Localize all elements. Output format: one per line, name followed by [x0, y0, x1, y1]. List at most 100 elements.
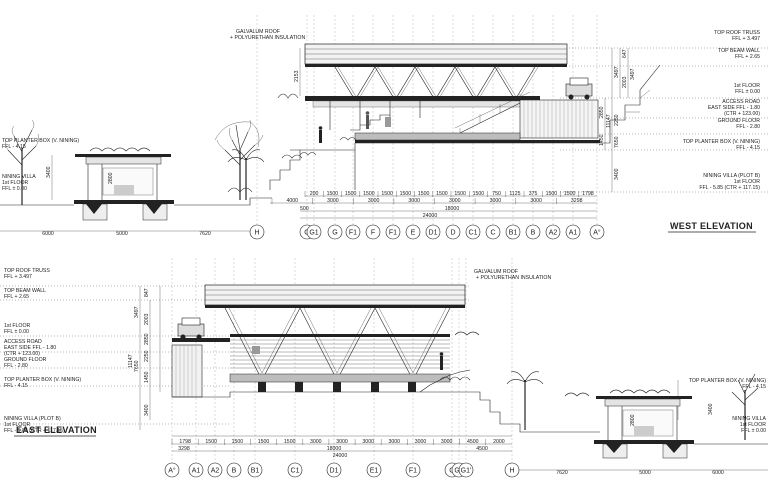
west-vdim-7: 1450: [599, 134, 605, 146]
west-vdim-5: 2850: [599, 106, 605, 118]
east-right-value-first-floor: FFL ± 0.00: [741, 428, 766, 434]
east-palm: [506, 371, 544, 430]
east-level-lines: [0, 285, 470, 425]
east-people: [252, 346, 444, 370]
east-value-top-beam-wall: FFL + 2.65: [4, 294, 29, 300]
east-label-access-road: ACCESS ROAD: [4, 339, 42, 345]
east-label-top-planter-box: TOP PLANTER BOX (V. NINING): [4, 377, 81, 383]
east-dim-bottom-0: 7620: [556, 470, 568, 476]
east-elevation-title: EAST ELEVATION: [16, 425, 97, 435]
west-elevation-title: WEST ELEVATION: [670, 221, 753, 231]
west-roof-note-line1: GALVALUM ROOF: [236, 29, 280, 35]
east-pillars: [258, 382, 416, 392]
east-vdim-6: 11147: [128, 354, 134, 368]
west-roof: [304, 43, 568, 67]
west-label-top-roof-truss: TOP ROOF TRUSS: [714, 30, 760, 36]
west-dim-value: 1500: [454, 191, 466, 197]
west-left-value-first-floor: FFL ± 0.00: [2, 186, 27, 192]
west-grid-label: C: [490, 230, 495, 237]
west-dim-value: 3000: [490, 198, 502, 204]
west-grid-bubble: [445, 224, 461, 240]
west-lower-floor: [269, 132, 600, 190]
east-grid-label: F1: [409, 468, 417, 475]
west-value-top-roof-truss: FFL + 3.497: [732, 36, 760, 42]
west-dim-value: 1500: [327, 191, 339, 197]
east-value-access-road: EAST SIDE FFL - 1.80: [4, 345, 56, 351]
east-dim-row2-2: 4500: [476, 446, 488, 452]
east-vertical-dims: 847 3497 2003 2850 2250 1450 11147 7650 …: [128, 288, 714, 426]
east-grid-bubble: [226, 462, 242, 478]
east-vdim-10: 2800: [630, 414, 636, 426]
west-dim-value: 1500: [546, 191, 558, 197]
east-value-access-road-ctr: (CTR + 123.00): [4, 351, 40, 357]
west-dim-row3-0: 500: [300, 206, 309, 212]
west-vdim-2: 647: [622, 49, 628, 58]
west-dim-value: 3000: [449, 198, 461, 204]
west-dim-value: 1500: [473, 191, 485, 197]
west-grid-bubble: [306, 224, 322, 240]
west-dim-value: 3000: [408, 198, 420, 204]
east-dim-row2: 3298 18000 4500 24000: [178, 446, 488, 459]
west-elevation: [0, 15, 768, 420]
west-tree-middle: [214, 119, 264, 200]
west-grid-bubble: [385, 224, 401, 240]
west-grid-bubble: [545, 224, 561, 240]
east-dim-bottom-1: 5000: [639, 470, 651, 476]
west-vdim-6: 2250: [614, 114, 620, 126]
west-label-first-floor: 1st FLOOR: [734, 83, 760, 89]
east-grid-bubble: [504, 462, 520, 478]
west-dim-value: 3298: [571, 198, 583, 204]
west-label-ground-floor: GROUND FLOOR: [718, 118, 761, 124]
west-dim-value: 1500: [564, 191, 576, 197]
west-label-top-planter-box: TOP PLANTER BOX (V. NINING): [683, 139, 760, 145]
east-grid-label: A2: [211, 468, 220, 475]
west-vertical-dims: 2153 3497 647 2003 3497 2850 2250 1450 1…: [46, 49, 636, 184]
east-dim-value: 2000: [493, 439, 505, 445]
east-dim-bottom-2: 6000: [712, 470, 724, 476]
west-grid-label: G1: [309, 230, 318, 237]
east-grid-label: E1: [370, 468, 379, 475]
west-grid-label: C1: [469, 230, 478, 237]
west-grid-label: A1: [569, 230, 578, 237]
west-dim-value: 1500: [345, 191, 357, 197]
east-label-ground-floor: GROUND FLOOR: [4, 357, 47, 363]
east-grid-bubble: [207, 462, 223, 478]
east-right-value-planter: FFL - 4.15: [742, 384, 766, 390]
east-left-labels: TOP ROOF TRUSS FFL + 3.497 TOP BEAM WALL…: [4, 268, 81, 434]
east-vdim-9: 3400: [708, 403, 714, 415]
east-stairs: [419, 369, 471, 393]
west-shrubs: [227, 93, 357, 193]
east-grid-label: A°: [168, 467, 176, 475]
east-vdim-4: 2250: [144, 350, 150, 362]
west-vdim-8: 11147: [606, 114, 612, 128]
west-right-labels: TOP ROOF TRUSS FFL + 3.497 TOP BEAM WALL…: [683, 30, 761, 191]
west-value-villa-first-floor: FFL - 5.85 (CTR + 117.15): [699, 185, 760, 191]
east-dim-bottom: 7620 5000 6000: [556, 470, 724, 476]
east-grid-label: B: [232, 468, 237, 475]
west-grid-label: B1: [509, 230, 518, 237]
west-vdim-1: 3497: [614, 66, 620, 78]
west-dim-value: 1500: [436, 191, 448, 197]
east-right-labels: TOP PLANTER BOX (V. NINING) FFL - 4.15 N…: [689, 378, 767, 434]
east-dimension-lines: [172, 435, 768, 471]
west-dim-value: 3000: [327, 198, 339, 204]
west-dim-bottom: 6000 5000 7620: [42, 231, 211, 237]
east-vdim-8: 3400: [144, 404, 150, 416]
east-right-label-first-floor: 1st FLOOR: [740, 422, 766, 428]
east-label-villa-first-floor: 1st FLOOR: [4, 422, 30, 428]
east-roof-note-line2: + POLYURETHAN INSULATION: [476, 275, 551, 281]
west-roof-note-line2: + POLYURETHAN INSULATION: [230, 35, 305, 41]
east-villa: [594, 389, 768, 459]
east-dim-total: 24000: [333, 453, 348, 459]
east-grid-bubble: [326, 462, 342, 478]
east-value-first-floor: FFL ± 0.00: [4, 329, 29, 335]
east-value-ground-floor: FFL - 2.80: [4, 363, 28, 369]
east-dim-value: 3000: [441, 439, 453, 445]
east-grid-label: A1: [192, 468, 201, 475]
east-grid-label: D1: [330, 468, 339, 475]
west-dim-value: 1798: [582, 191, 594, 197]
east-grid-label: C1: [291, 468, 300, 475]
west-value-first-floor: FFL ± 0.00: [735, 89, 760, 95]
east-dim-value: 4500: [467, 439, 479, 445]
